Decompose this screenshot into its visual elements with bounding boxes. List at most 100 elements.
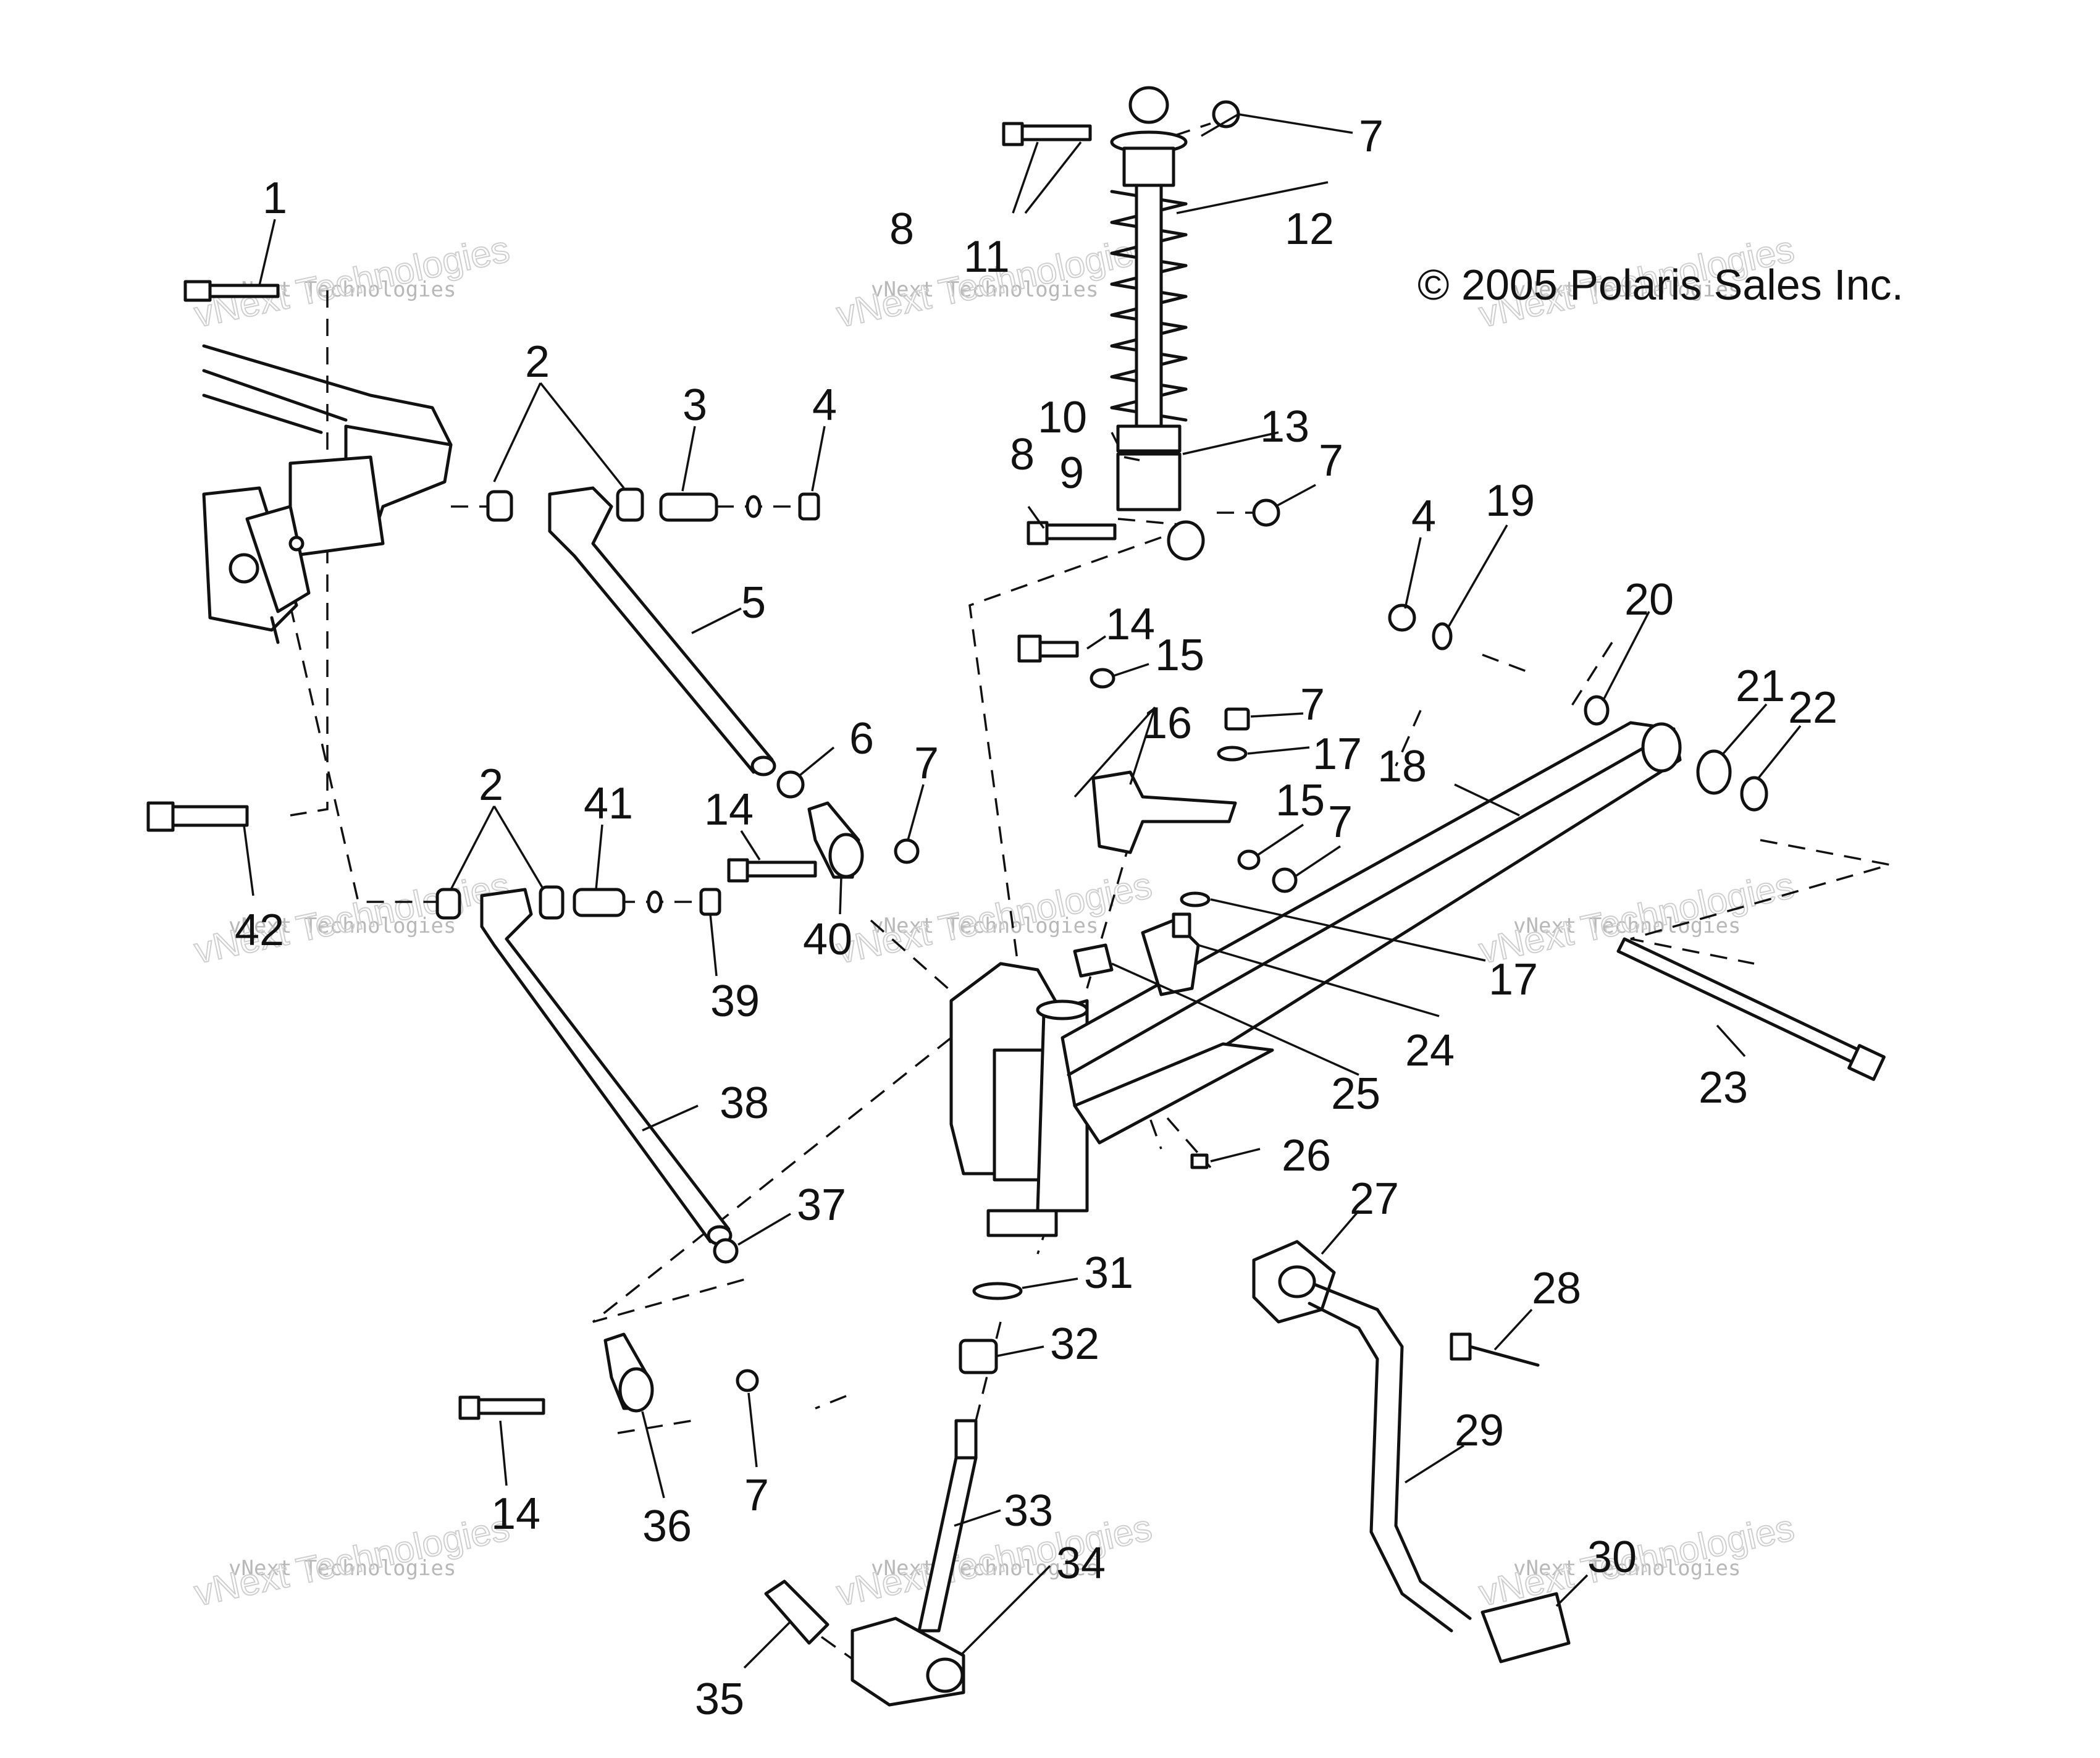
watermark-8: vNext Technologies vNext Technologies — [833, 1506, 1156, 1614]
callout-14-lower: 14 — [491, 1489, 540, 1539]
part-7-nut-f — [1272, 867, 1298, 893]
part-19-washer — [1432, 622, 1453, 650]
callout-2-upper: 2 — [525, 337, 550, 387]
callout-24: 24 — [1405, 1026, 1455, 1075]
callout-19: 19 — [1485, 476, 1535, 526]
svg-text:vNext Technologies: vNext Technologies — [871, 914, 1098, 938]
part-15-washer-lower — [1237, 849, 1261, 870]
part-7-nut-b — [736, 1369, 759, 1392]
part-14-bolt-upper — [727, 858, 817, 883]
callout-26: 26 — [1282, 1131, 1331, 1180]
callout-12: 12 — [1285, 204, 1334, 254]
watermark-1: vNext Technologies vNext Technologies — [190, 227, 514, 335]
part-32-bushing — [959, 1339, 998, 1374]
callout-17-upper: 17 — [1312, 730, 1362, 779]
callout-20: 20 — [1624, 575, 1674, 625]
callout-15-lower: 15 — [1275, 776, 1325, 825]
part-26-fitting — [1190, 1153, 1209, 1169]
part-28-pin — [1450, 1332, 1540, 1367]
callout-10: 10 — [1038, 393, 1087, 442]
callout-31: 31 — [1084, 1248, 1133, 1298]
part-34-clamp — [850, 1617, 965, 1707]
part-22-ring — [1740, 776, 1768, 812]
spindle-assembly — [949, 962, 1089, 1237]
callout-6: 6 — [849, 714, 874, 763]
part-27-pivot-plate — [1252, 1240, 1336, 1324]
callout-8-upper: 8 — [889, 204, 914, 254]
callouts: 1 2 3 4 5 6 7 14 40 2 41 39 42 38 37 14 … — [235, 112, 1838, 1724]
part-7-nut-a — [894, 838, 920, 864]
callout-40: 40 — [803, 915, 852, 964]
callout-33: 33 — [1004, 1486, 1053, 1536]
callout-7-c: 7 — [1359, 112, 1384, 161]
callout-7-e: 7 — [1300, 680, 1325, 730]
part-37-nut — [713, 1238, 739, 1264]
copyright-notice: © 2005 Polaris Sales Inc. — [1418, 261, 1904, 309]
callout-15-upper: 15 — [1155, 631, 1204, 680]
part-29-lever — [1308, 1283, 1472, 1633]
callout-22: 22 — [1788, 683, 1838, 733]
part-4-nut-upper — [746, 492, 820, 521]
callout-1: 1 — [262, 174, 287, 223]
part-25-bushing — [1073, 943, 1114, 978]
part-15-washer-upper — [1090, 668, 1115, 689]
callout-39: 39 — [710, 977, 760, 1026]
part-14-bolt-lower — [458, 1395, 545, 1420]
callout-7-d: 7 — [1319, 436, 1343, 486]
callout-29: 29 — [1455, 1406, 1504, 1455]
leader-lines — [243, 113, 1802, 1669]
callout-5: 5 — [741, 578, 766, 628]
part-7-nut-c — [1212, 100, 1240, 128]
part-40-ball-joint — [807, 801, 864, 879]
part-24-tie-rod-end — [1141, 912, 1200, 996]
shock-absorber — [1110, 86, 1205, 561]
part-18-trailing-arm — [1060, 721, 1682, 1145]
callout-2-lower: 2 — [479, 760, 503, 810]
callout-7-f: 7 — [1328, 797, 1353, 847]
part-31-seal — [972, 1282, 1023, 1300]
svg-text:vNext Technologies: vNext Technologies — [1513, 1556, 1741, 1581]
callout-27: 27 — [1350, 1174, 1399, 1224]
part-14-bolt-right — [1017, 634, 1079, 663]
callout-36: 36 — [642, 1502, 692, 1551]
part-7-nut-d — [1252, 498, 1280, 527]
part-8-bolt-lower — [1027, 521, 1117, 545]
part-36-ball-joint — [603, 1332, 654, 1413]
callout-25: 25 — [1331, 1069, 1380, 1119]
part-17-washer-upper — [1217, 746, 1248, 762]
callout-42: 42 — [235, 906, 284, 955]
svg-text:vNext Technologies: vNext Technologies — [1513, 277, 1741, 302]
part-20-washer — [1584, 695, 1610, 726]
callout-32: 32 — [1050, 1319, 1099, 1369]
callout-14-upper: 14 — [704, 785, 754, 835]
svg-text:vNext Technologies: vNext Technologies — [229, 1556, 456, 1581]
part-42-bolt — [146, 801, 249, 832]
callout-9: 9 — [1059, 448, 1084, 498]
callout-11: 11 — [964, 232, 1010, 282]
part-3-bushing — [659, 492, 718, 522]
watermarks: vNext Technologies vNext Technologies vN… — [190, 227, 1799, 1614]
callout-38: 38 — [720, 1079, 769, 1128]
part-5-upper-arm — [486, 486, 776, 776]
callout-8-lower: 8 — [1010, 430, 1035, 479]
callout-7-b: 7 — [744, 1471, 769, 1520]
callout-7-a: 7 — [914, 739, 939, 788]
part-33-steering-post — [917, 1419, 978, 1633]
part-17-washer-lower — [1180, 891, 1211, 907]
frame-bracket — [202, 344, 453, 644]
callout-35: 35 — [695, 1675, 744, 1724]
part-39-nut — [647, 888, 721, 916]
part-8-bolt-upper — [1002, 122, 1092, 146]
callout-37: 37 — [797, 1180, 846, 1230]
callout-4-upper: 4 — [812, 381, 837, 430]
part-4-nut-right — [1388, 604, 1416, 632]
part-30-cap — [1480, 1592, 1571, 1663]
svg-text:vNext Technologies: vNext Technologies — [229, 914, 456, 938]
callout-23: 23 — [1699, 1063, 1748, 1112]
callout-3: 3 — [682, 381, 707, 430]
part-35-bushing — [764, 1579, 830, 1645]
part-21-bushing — [1696, 749, 1732, 795]
watermark-7: vNext Technologies vNext Technologies — [190, 1506, 514, 1614]
callout-13: 13 — [1260, 402, 1309, 452]
part-41-bushing — [573, 888, 626, 917]
